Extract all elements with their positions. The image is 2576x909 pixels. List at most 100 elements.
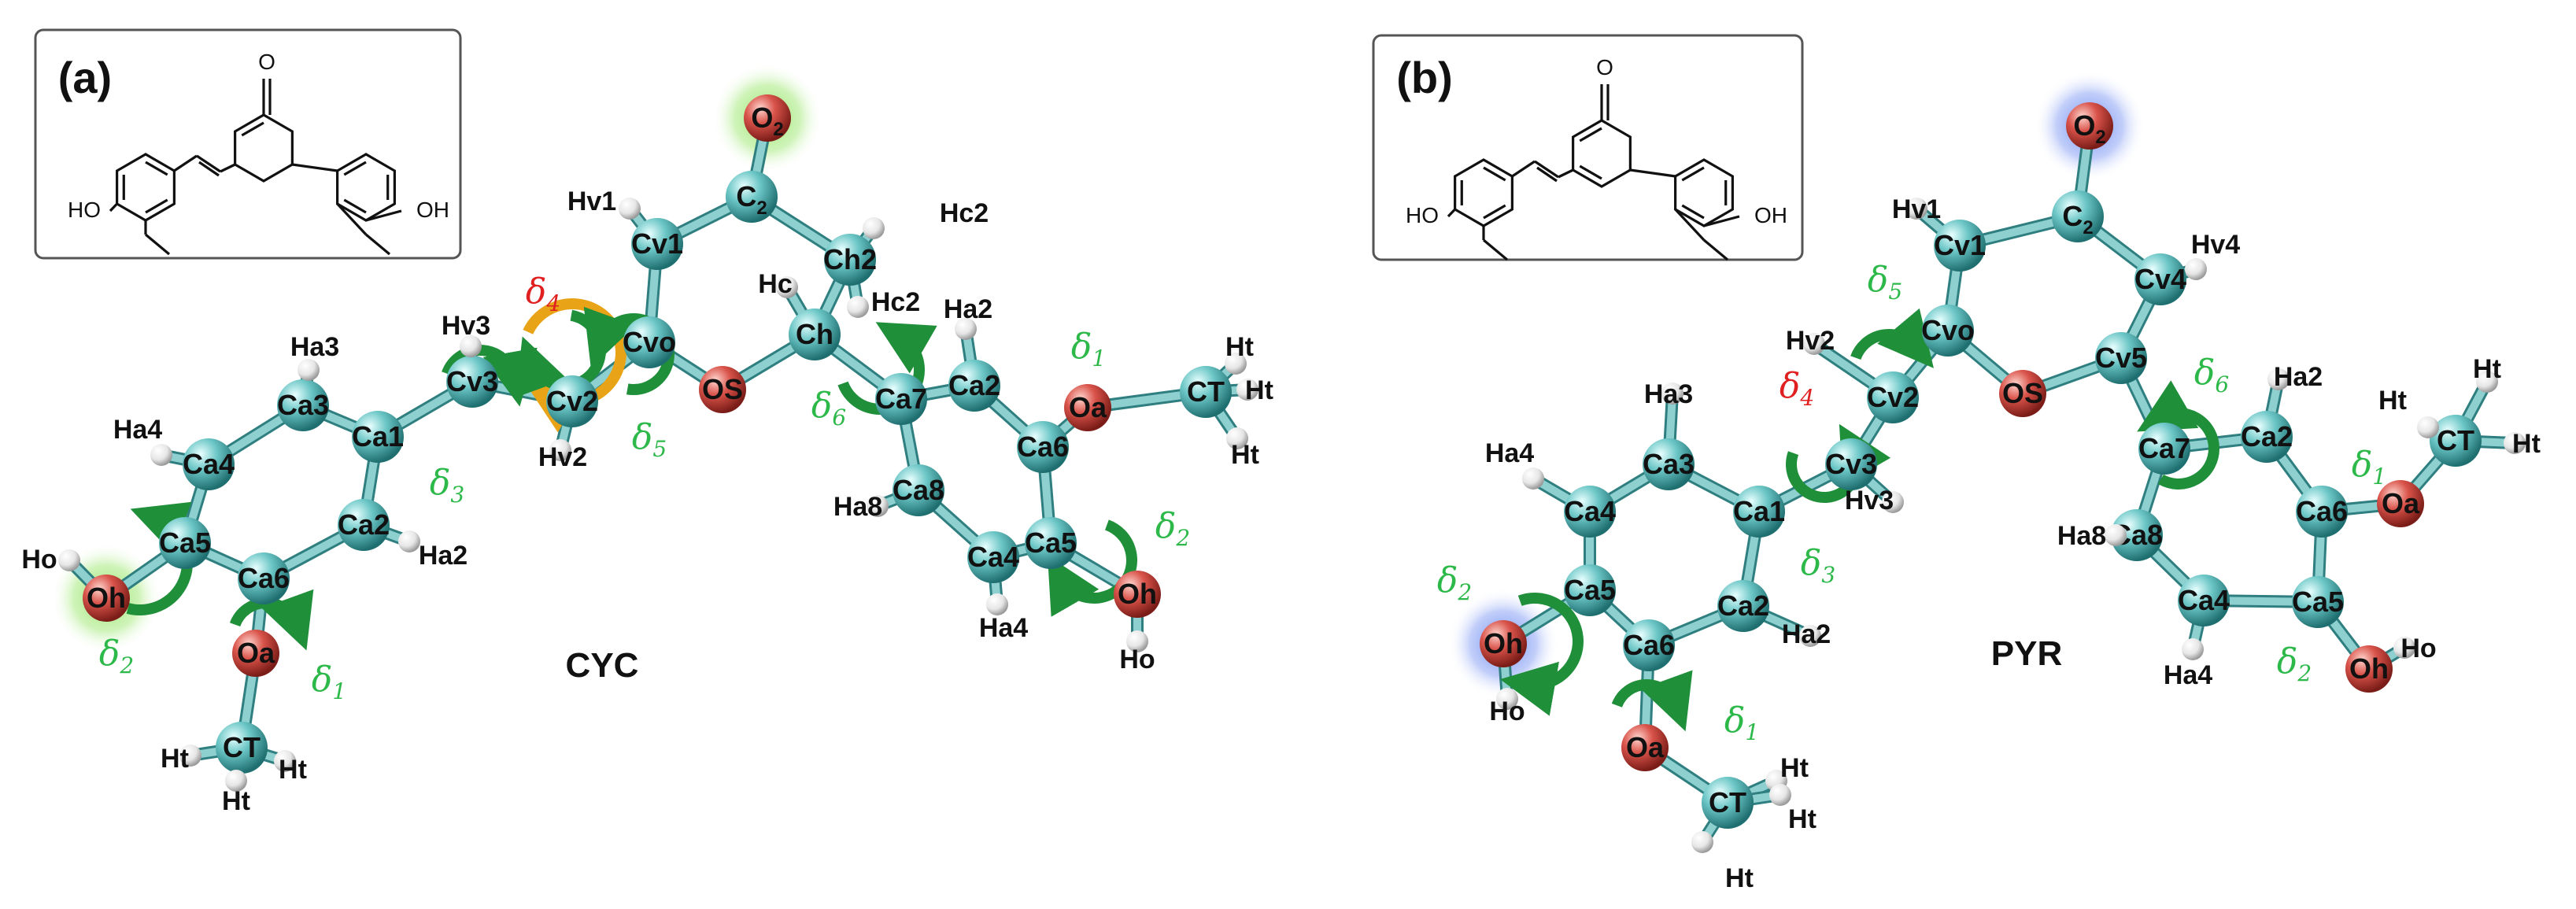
atom-label: Ht <box>2378 386 2407 416</box>
atom-label: Ha4 <box>2164 660 2212 690</box>
carbon-sphere <box>1623 619 1675 671</box>
atom-label: Ha3 <box>290 332 339 362</box>
atom-label: Ht <box>1225 332 1254 362</box>
atom-label: O2 <box>2073 109 2105 148</box>
oxygen-sphere <box>2377 480 2424 527</box>
inset-oh-label: OH <box>1754 203 1787 227</box>
torsion-label: δ2 <box>2277 641 2312 686</box>
atom-ha2: Ha2 <box>1782 619 1831 649</box>
hydrogen-sphere <box>549 439 571 461</box>
atom-rca4: Ca4 <box>2178 575 2230 626</box>
panel-label: (a) <box>58 53 112 102</box>
atom-label: Cv4 <box>2134 263 2186 295</box>
hydrogen-sphere <box>298 359 320 381</box>
atom-rha2: Ha2 <box>2267 362 2323 392</box>
torsion-label: δ2 <box>99 634 134 678</box>
atom-label: Oh <box>2349 652 2389 685</box>
structure-inset <box>1372 34 1804 261</box>
carbon-sphere <box>967 531 1019 583</box>
oxygen-sphere <box>1480 620 1527 667</box>
hydrogen-sphere <box>867 495 889 517</box>
torsion-label: δ5 <box>632 417 667 462</box>
atom-label: Ca4 <box>1564 495 1616 527</box>
torsion-label: δ4 <box>1780 366 1814 411</box>
carbon-sphere <box>948 360 1000 412</box>
carbon-sphere <box>1564 486 1616 538</box>
atom-cv2: Cv2 <box>1867 371 1919 423</box>
atom-label: CT <box>223 731 261 763</box>
skeletal-structure <box>1447 84 1740 261</box>
torsion-rotation-arrow <box>442 345 538 407</box>
torsion-rotation-arrow <box>1611 670 1693 732</box>
atom-label: Hc2 <box>871 287 920 317</box>
hydrogen-sphere <box>58 549 80 571</box>
atom-label: Ca7 <box>875 382 927 415</box>
atom-cv1: Cv1 <box>631 218 683 270</box>
torsion-rotation-arrow <box>515 309 606 398</box>
torsion-label: δ1 <box>1724 700 1759 745</box>
atom-label: Oa <box>237 637 275 669</box>
atom-label: Ca7 <box>2138 432 2190 464</box>
atom-hc2a: Hc2 <box>863 198 989 239</box>
atom-label: O2 <box>751 102 783 140</box>
atom-label: Ha8 <box>833 492 882 522</box>
atom-label: Cv5 <box>2095 342 2147 374</box>
carbon-sphere <box>1564 564 1616 616</box>
atom-ha4: Ha4 <box>1485 438 1544 490</box>
atom-label: Cv2 <box>1867 381 1919 413</box>
atom-ha3: Ha3 <box>1644 379 1693 409</box>
atom-hc: Hc <box>758 269 798 299</box>
atom-roa: Oa <box>2377 480 2424 527</box>
atom-c2: C2 <box>2052 190 2104 242</box>
atom-label: Cvo <box>1921 314 1975 346</box>
carbon-sphere <box>789 309 841 360</box>
atom-label: Cv3 <box>446 365 498 397</box>
torsion-label: δ2 <box>1437 560 1472 605</box>
atom-ht1: Ht <box>1765 753 1809 792</box>
atom-label: Ca1 <box>1733 495 1785 527</box>
atom-label: CT <box>2437 424 2474 456</box>
hydrogen-sphere <box>179 745 201 767</box>
carbon-sphere <box>1825 438 1877 490</box>
hydrogen-sphere <box>2182 638 2204 660</box>
atom-cv4: Cv4 <box>2134 253 2186 305</box>
atom-ht3: Ht <box>1691 831 1754 893</box>
hydrogen-sphere <box>1236 379 1258 401</box>
atom-label: C2 <box>2062 200 2093 238</box>
hydrogen-sphere <box>1691 831 1713 853</box>
carbon-sphere <box>2292 576 2344 628</box>
atom-rht2: Ht <box>2378 386 2439 438</box>
atom-oh: Oh <box>1480 620 1527 667</box>
atom-ht2: Ht <box>1769 784 1817 834</box>
hydrogen-sphere <box>1522 467 1544 490</box>
atom-label: OS <box>702 373 743 405</box>
carbon-sphere <box>2430 415 2482 467</box>
torsion-label: δ6 <box>811 386 846 430</box>
atom-label: Ht <box>1780 753 1809 783</box>
carbon-sphere <box>546 375 598 427</box>
atom-label: Ht <box>222 786 250 816</box>
atom-os: OS <box>699 366 746 413</box>
hydrogen-sphere <box>2476 371 2498 393</box>
conformer-label: CYC <box>566 646 639 685</box>
atom-rha2: Ha2 <box>944 294 992 340</box>
atom-rca2: Ca2 <box>2241 411 2293 463</box>
atom-hv3: Hv3 <box>442 311 490 357</box>
atom-cv1: Cv1 <box>1934 220 1986 272</box>
atom-label: OS <box>2002 377 2043 409</box>
atom-label: Ho <box>1119 645 1155 674</box>
atom-label: Ca4 <box>183 448 235 480</box>
carbon-sphere <box>277 379 329 431</box>
atom-o2: O2 <box>2066 102 2113 150</box>
atom-rca2: Ca2 <box>948 360 1000 412</box>
atom-label: Hv1 <box>1892 194 1941 224</box>
atom-oh: Oh <box>83 575 130 622</box>
atom-ca2: Ca2 <box>1717 580 1769 632</box>
carbon-sphere <box>1717 580 1769 632</box>
inset-carbonyl-o-label: O <box>1596 55 1613 79</box>
torsion-label: δ1 <box>312 660 346 704</box>
hydrogen-sphere <box>1661 382 1683 405</box>
carbon-sphere <box>893 464 944 516</box>
carbon-sphere <box>1922 305 1974 357</box>
